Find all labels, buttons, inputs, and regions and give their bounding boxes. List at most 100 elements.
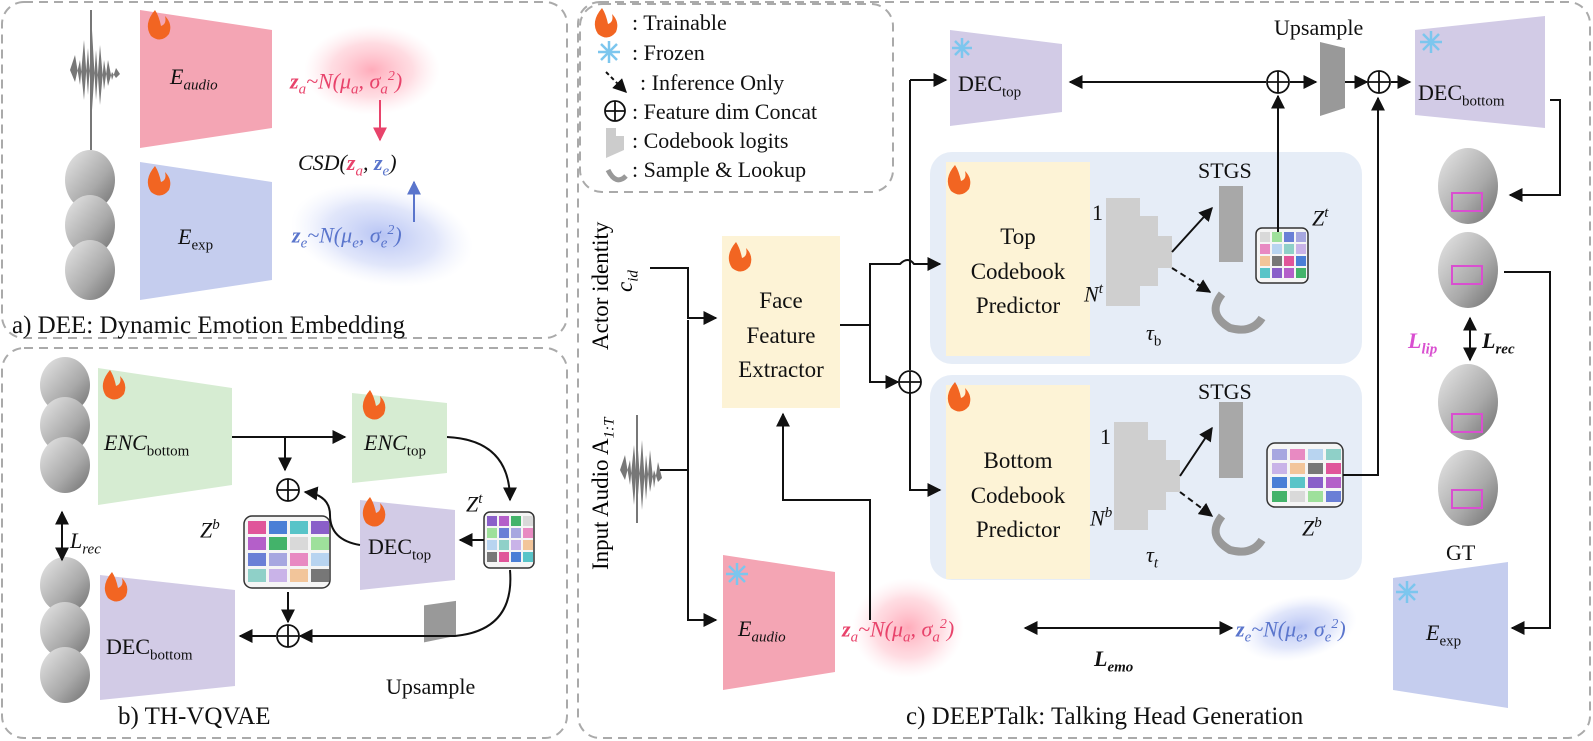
codebook-cell [523,552,533,562]
zb-label-c: Zb [1302,515,1322,541]
zt-label-b: Zt [466,491,483,517]
codebook-cell [1272,256,1282,266]
e-audio-c-label: Eaudio [738,616,786,646]
e-audio-trapezoid [140,10,272,148]
ze-glow-c [1238,594,1358,662]
upsample-b-shape [424,600,456,643]
codebook-cell [248,537,266,550]
codebook-cell [1272,491,1287,502]
actor-identity-label: Actor identity [588,221,613,350]
ze-distribution-c-label: ze~N(μe, σe2) [1236,616,1346,646]
waveform-icon [70,10,120,150]
codebook-cell [499,540,509,550]
codebook-cell [511,552,521,562]
dashed-arrow-icon [605,71,627,93]
codebook-cell [487,528,497,538]
enc-top-label: ENCtop [364,430,426,460]
input-audio-label: Input Audio A1:T [588,417,618,570]
codebook-cell [523,528,533,538]
codebook-cell [487,552,497,562]
codebook-cell [1284,232,1294,242]
dec-bottom-b-trapezoid [100,575,235,700]
codebook-cell [248,553,266,566]
codebook-cell [499,528,509,538]
legend-trainable: : Trainable [632,10,727,35]
codebook-cell [1290,463,1305,474]
fire-icon [147,10,171,196]
codebook-cell [1284,256,1294,266]
fire-icon [728,165,971,412]
codebook-cell [248,569,266,582]
snowflake-icon [598,41,620,63]
codebook-cell [311,569,329,582]
codebook-cell [1290,477,1305,488]
codebook-cell [1260,244,1270,254]
e-exp-c-label: Eexp [1426,620,1462,650]
logits-top-one: 1 [1092,200,1103,225]
codebook-cell [1260,268,1270,278]
nt-label: Nt [1084,281,1103,307]
codebook-cell [487,540,497,550]
panel-b-border [1,347,568,739]
codebook-cell [1284,268,1294,278]
codebook-cell [1272,232,1282,242]
concat-icon [898,70,1391,394]
codebook-logits-bottom [1114,422,1180,530]
waveform-icon [620,415,662,523]
za-glow [304,25,440,115]
e-audio-label: Eaudio [170,64,218,94]
legend-sample-lookup: : Sample & Lookup [632,157,807,182]
sample-lookup-top [1211,291,1266,334]
codebook-cell [1290,449,1305,460]
zb-label-b: Zb [200,517,220,543]
codebook-cell [511,540,521,550]
concat-icon [276,478,300,648]
codebook-cell [1290,491,1305,502]
panel-a-caption: a) DEE: Dynamic Emotion Embedding [12,312,405,339]
codebook-cell [1260,256,1270,266]
codebook-logits-top [1106,198,1172,306]
codebook-cell [511,516,521,526]
cid-label: cid [612,270,642,292]
codebook-cell [1326,477,1341,488]
codebook-cell [290,569,308,582]
panel-b-caption: b) TH-VQVAE [118,703,271,730]
codebook-cell [269,569,287,582]
codebook-cell [1296,256,1306,266]
stgs-top-label: STGS [1198,158,1252,183]
codebook-cell [1296,244,1306,254]
codebook-cell [1308,491,1323,502]
panel-c-caption: c) DEEPTalk: Talking Head Generation [906,703,1304,730]
codebook-cell [1326,463,1341,474]
codebook-cell [269,553,287,566]
fire-icon [594,8,618,38]
codebook-cell [269,537,287,550]
za-distribution-c-label: za~N(μa, σa2) [842,616,955,646]
logits-bottom-one: 1 [1100,424,1111,449]
tau-b-label: τb [1146,320,1162,350]
ze-glow [290,183,474,287]
panel-a-border [1,1,568,339]
llip-label: Llip [1408,328,1438,358]
codebook-cell [1272,463,1287,474]
codebook-cell [1272,449,1287,460]
lrec-label-c: Lrec [1482,328,1515,358]
stgs-top-bar [1219,186,1243,262]
legend-codebook-logits: : Codebook logits [632,128,789,153]
tau-t-label: τt [1146,542,1159,572]
head-icons-b [40,357,90,703]
sample-lookup-icon [605,168,628,183]
codebook-cell [248,521,266,534]
codebook-cell [499,552,509,562]
dec-top-c-label: DECtop [958,71,1022,101]
e-exp-trapezoid [140,162,272,300]
sample-lookup-bottom [1211,513,1266,556]
stgs-bottom-bar [1219,402,1243,478]
bottom-codebook-predictor-box [946,385,1090,579]
lrec-label-b: Lrec [70,528,101,558]
csd-label: CSD(za, ze) [298,150,397,180]
